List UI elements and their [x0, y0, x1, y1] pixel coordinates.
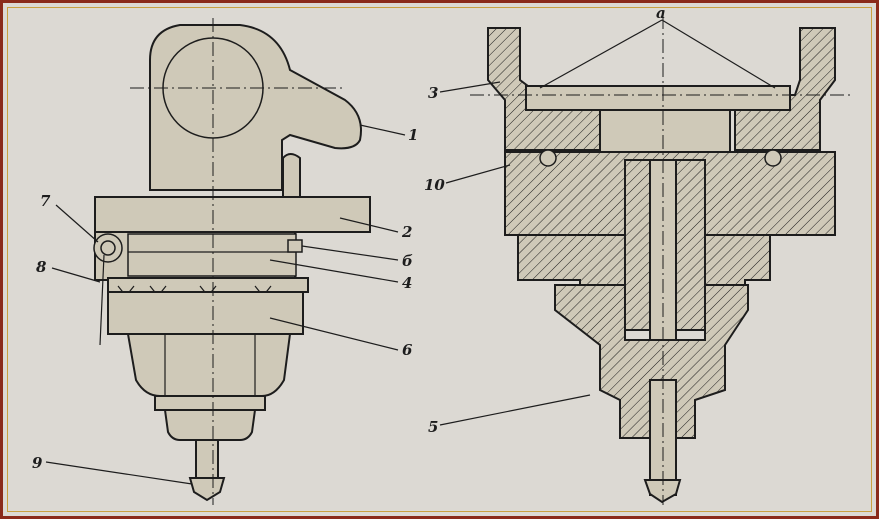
label-4: 4: [402, 274, 412, 292]
part-3-right-jaw: [734, 27, 836, 151]
right-callouts: a 3 10 5: [424, 4, 666, 436]
label-5: 5: [428, 418, 438, 436]
part-1-tab: [282, 153, 301, 201]
label-2: 2: [401, 223, 412, 241]
left-view-exterior: [45, 18, 406, 505]
part-8-wire: [99, 254, 105, 346]
label-b: б: [402, 252, 413, 270]
left-leaders: [45, 124, 406, 485]
part-4-ring: [127, 233, 297, 277]
figure-inner-border: [7, 7, 872, 512]
inner-boss: [599, 109, 731, 156]
label-7: 7: [40, 192, 51, 210]
part-6-housing: [107, 291, 304, 335]
label-a: a: [656, 4, 666, 22]
inner-disc: [525, 85, 791, 111]
right-tip: [643, 479, 682, 504]
part-2-plate: [94, 196, 371, 233]
right-leaders: [439, 19, 776, 426]
label-6: 6: [402, 341, 413, 359]
lower-nut: [163, 409, 257, 441]
collar: [154, 395, 266, 411]
label-1: 1: [408, 126, 418, 144]
left-callouts: 1 2 б 4 6 7 8 9: [32, 126, 418, 472]
toothed-ring: [107, 277, 309, 293]
right-view-section: [439, 15, 850, 505]
label-10: 10: [424, 176, 445, 194]
hex-nut: [126, 333, 292, 397]
part-9-tip: [188, 477, 226, 502]
part-5-housing: [554, 284, 749, 439]
label-3: 3: [428, 84, 438, 102]
stem: [195, 439, 219, 479]
label-8: 8: [36, 258, 47, 276]
label-9: 9: [32, 454, 43, 472]
